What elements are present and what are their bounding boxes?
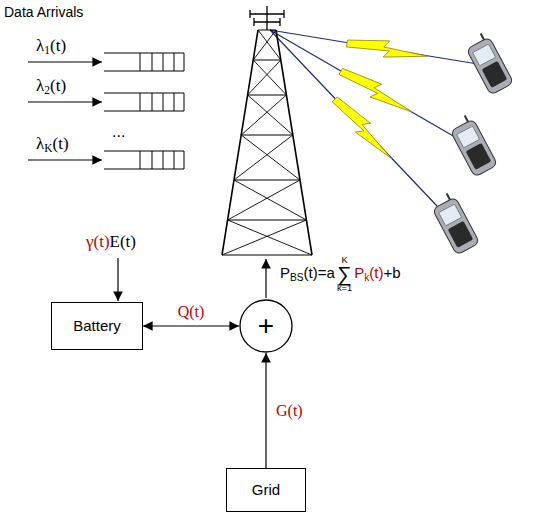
- label-text: P: [280, 264, 290, 281]
- phone-body: [466, 37, 513, 95]
- tower-bracing: [222, 30, 312, 255]
- power-formula: PBS(t)=aK∑k=1Pk(t)+b: [280, 256, 401, 293]
- tower-bars: [222, 30, 312, 255]
- phone-keypad: [448, 221, 474, 248]
- subscript: BS: [290, 272, 304, 283]
- adder-circle: +: [239, 299, 293, 353]
- node-text: +: [258, 311, 274, 342]
- label-text: (t)=a: [304, 264, 335, 281]
- battery-box: Battery: [51, 302, 143, 350]
- phone-screen: [473, 44, 496, 66]
- heading-label: Data Arrivals: [4, 4, 83, 21]
- mobile-phone: [429, 191, 480, 255]
- arrival-rate: λK(t): [36, 134, 69, 156]
- phone-body: [450, 119, 497, 177]
- adder-ring: [240, 300, 292, 352]
- phone-screen: [457, 126, 480, 148]
- subscript: k: [364, 272, 369, 283]
- grid-box: Grid: [226, 468, 306, 512]
- label-text: (t): [50, 76, 66, 95]
- mobile-phone: [447, 113, 498, 177]
- label-text: ∑: [337, 265, 351, 284]
- tower-antenna: [250, 6, 284, 30]
- label-text: (t): [53, 134, 69, 153]
- label-text: λ: [36, 36, 44, 55]
- harvest-label: γ(t)E(t): [86, 232, 136, 252]
- harvest-arrow: [117, 258, 118, 301]
- arrival-arrow: [28, 159, 102, 160]
- label-text: E(t): [110, 232, 136, 251]
- data-queue: [104, 53, 184, 71]
- phone-keypad: [466, 143, 492, 170]
- lightning-bolt: [329, 93, 398, 164]
- flow-label: Q(t): [176, 302, 207, 321]
- flow-label: G(t): [274, 401, 305, 420]
- arrival-arrow: [28, 61, 102, 62]
- label-text: γ(t): [86, 232, 110, 251]
- arrival-arrow: [28, 101, 102, 102]
- label-text: +b: [383, 264, 400, 281]
- ellipsis: ...: [112, 122, 125, 141]
- label-text: λ: [36, 76, 44, 95]
- label-text: K: [341, 256, 347, 265]
- data-queue: [104, 93, 184, 111]
- arrival-rate: λ2(t): [36, 76, 66, 98]
- label-text: k=1: [337, 284, 352, 293]
- label-text: Data Arrivals: [4, 4, 83, 20]
- power-arrow: [265, 259, 266, 298]
- node-text: Battery: [73, 318, 121, 335]
- label-text: λ: [36, 134, 44, 153]
- mobile-phone: [463, 31, 514, 95]
- label-text: (t): [50, 36, 66, 55]
- label-text: (t): [369, 264, 383, 281]
- tower-legs: [222, 30, 312, 255]
- data-queue: [104, 151, 184, 169]
- label-text: ...: [112, 123, 125, 140]
- phone-antenna: [481, 34, 484, 40]
- phone-antenna: [447, 194, 450, 200]
- phone-antenna: [465, 116, 468, 122]
- node-text: Grid: [252, 482, 280, 499]
- subscript: K: [44, 142, 52, 155]
- subscript: 2: [44, 84, 50, 97]
- label-text: P: [354, 264, 364, 281]
- phone-body: [432, 197, 479, 255]
- phone-keypad: [482, 61, 508, 88]
- subscript: 1: [44, 44, 50, 57]
- power-flow-arrow: [143, 325, 239, 326]
- sum-operator: K∑k=1: [337, 256, 352, 293]
- arrival-rate: λ1(t): [36, 36, 66, 58]
- phone-screen: [439, 204, 462, 226]
- power-flow-arrow: [265, 353, 266, 468]
- lightning-bolt: [346, 34, 430, 64]
